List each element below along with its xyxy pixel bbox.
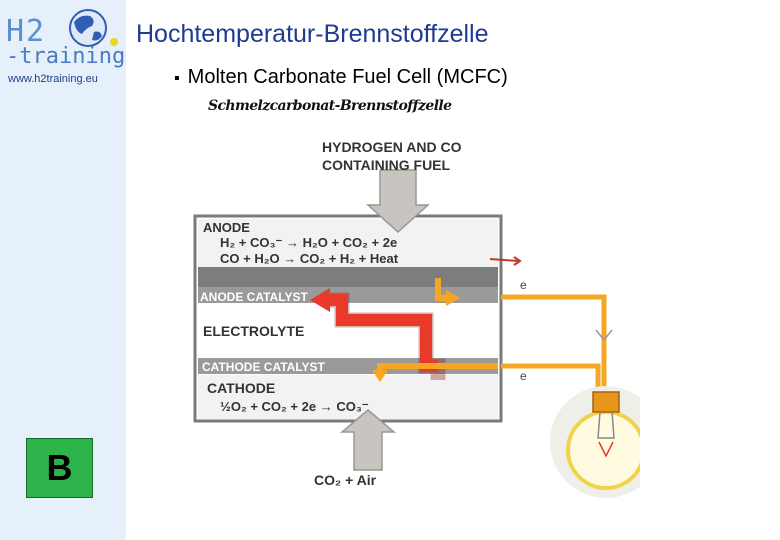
german-subtitle: Schmelzcarbonat-Brennstoffzelle: [208, 98, 452, 114]
anode-catalyst-label: ANODE CATALYST: [200, 290, 308, 304]
b-badge: B: [26, 438, 93, 498]
external-wire-top: [501, 294, 607, 392]
anode-equation-1: H₂ + CO₃⁻ → H₂O + CO₂ + 2e: [220, 235, 397, 250]
bulb-socket: [592, 391, 620, 413]
cathode-catalyst-label: CATHODE CATALYST: [202, 360, 326, 374]
anode-equation-2: CO + H₂O → CO₂ + H₂ + Heat: [220, 251, 399, 266]
page-title: Hochtemperatur-Brennstoffzelle: [136, 20, 489, 48]
electron-label-anode: e: [520, 278, 527, 292]
h2-training-logo: H2 -training: [2, 4, 132, 70]
ion-arrow-head: [310, 288, 330, 312]
anode-label: ANODE: [203, 220, 250, 235]
anode-region: [198, 219, 498, 267]
bullet-item: ▪ Molten Carbonate Fuel Cell (MCFC): [174, 66, 508, 89]
bullet-text: Molten Carbonate Fuel Cell (MCFC): [187, 66, 508, 88]
bullet-square-icon: ▪: [174, 70, 180, 87]
heat-arrow: [489, 258, 519, 262]
cathode-region: [198, 375, 498, 419]
anode-plate: [198, 267, 498, 287]
fuel-inlet-arrow: [366, 169, 430, 234]
cathode-electron-arrowhead: [372, 370, 388, 382]
electrolyte-label: ELECTROLYTE: [203, 323, 304, 339]
mcfc-diagram: HYDROGEN AND CO CONTAINING FUEL ANODE H₂…: [193, 139, 640, 498]
air-label: CO₂ + Air: [314, 472, 377, 488]
cathode-equation: ½O₂ + CO₂ + 2e → CO₃⁻: [220, 399, 369, 414]
cathode-label: CATHODE: [207, 380, 275, 396]
external-wire-bottom: [501, 363, 601, 392]
fuel-label-line-1: HYDROGEN AND CO: [322, 139, 462, 155]
website-url[interactable]: www.h2training.eu: [8, 73, 98, 85]
bulb-filament: [598, 441, 614, 458]
logo-h2-text: H2: [6, 14, 47, 49]
light-bulb-icon: [566, 410, 640, 490]
logo-training-text: -training: [6, 44, 126, 69]
fuel-label-line-2: CONTAINING FUEL: [322, 157, 451, 173]
wire-direction-icon: [595, 329, 613, 342]
anode-electron-arrowhead: [446, 290, 460, 306]
globe-icon: [69, 9, 118, 47]
electron-label-cathode: e: [520, 369, 527, 383]
air-inlet-arrow: [339, 409, 397, 471]
